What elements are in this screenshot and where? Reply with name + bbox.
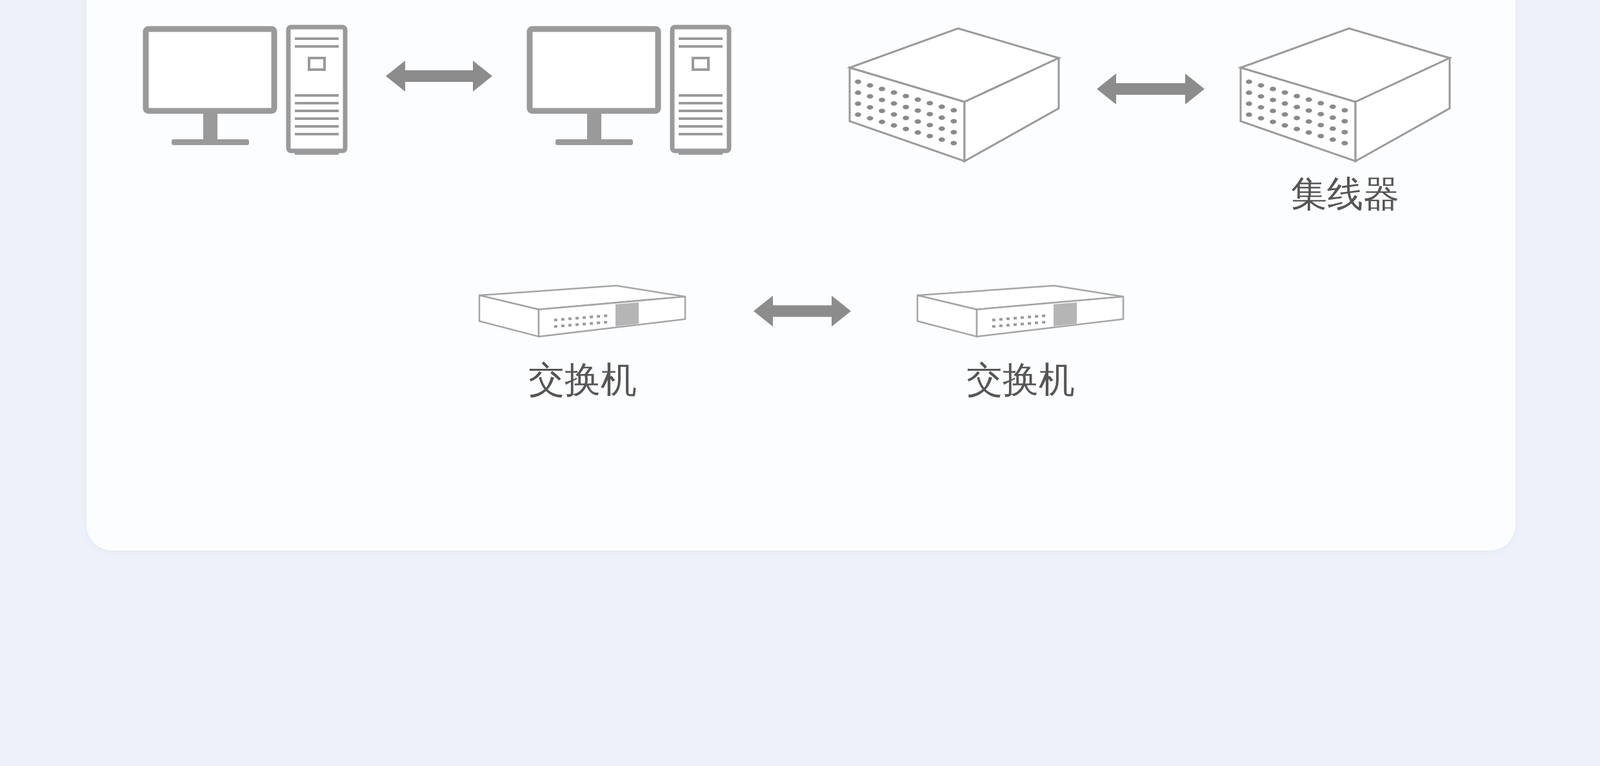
hub-device: 集线器 xyxy=(1232,25,1458,216)
device-label: 交换机 xyxy=(472,358,693,402)
device-label: 集线器 xyxy=(1232,172,1458,216)
device-icon xyxy=(477,283,688,339)
device-icon xyxy=(915,283,1126,339)
device-label: 交换机 xyxy=(910,358,1131,402)
switch-device: 交换机 xyxy=(472,283,754,402)
double-arrow xyxy=(753,296,851,328)
device-icon xyxy=(1238,25,1453,165)
switch-device: 交换机 xyxy=(850,283,1131,402)
